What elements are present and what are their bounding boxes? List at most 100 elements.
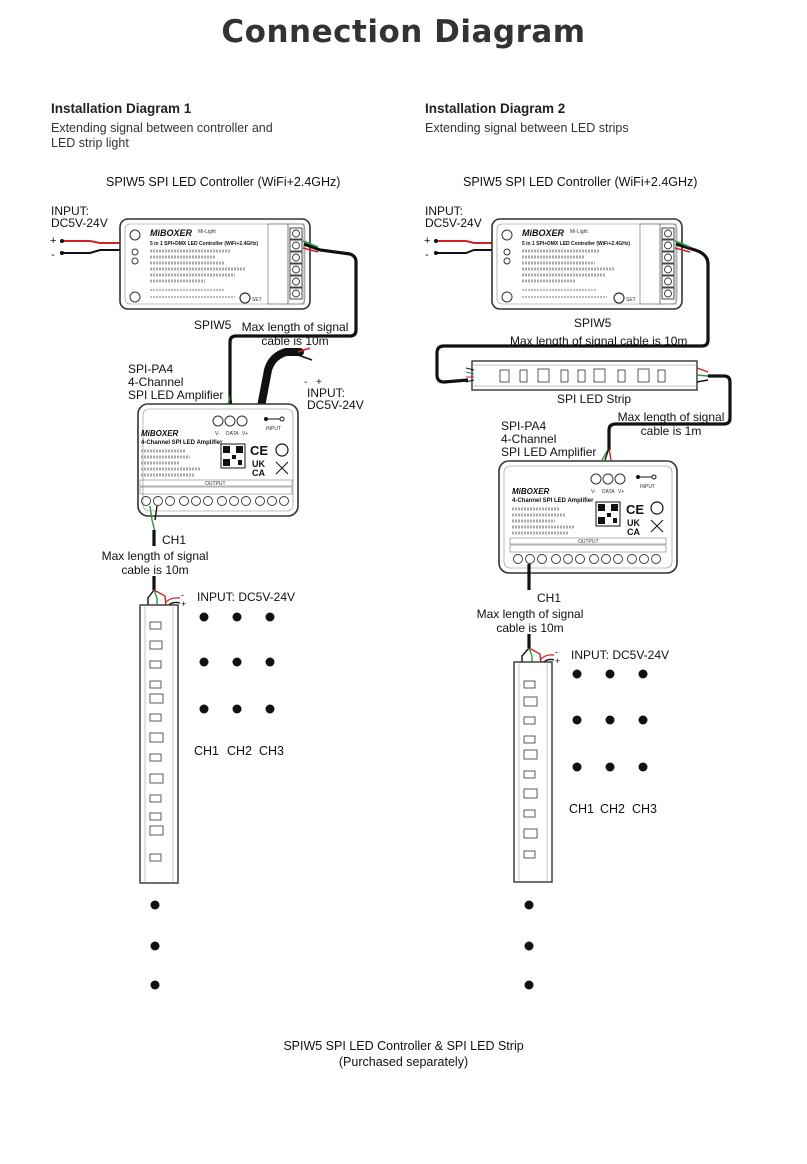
- diagram1-ce-mark: CE: [250, 443, 268, 458]
- diagram2-amp-output-label: OUTPUT: [578, 539, 599, 545]
- diagram2-strip-plus: +: [555, 656, 560, 666]
- diagram2-plus-symbol: +: [424, 235, 430, 247]
- diagram1-heading: Installation Diagram 1: [51, 101, 192, 116]
- footer-line2: (Purchased separately): [338, 1055, 469, 1069]
- diagram2-strip-note-line1: Max length of signal: [617, 410, 725, 424]
- diagram1-controller-brand-sub: Mi-Light: [198, 229, 216, 235]
- diagram1-controller-name: SPIW5: [194, 318, 232, 332]
- diagram2-ukca-line2: CA: [627, 527, 640, 537]
- diagram1-amp-vplus-label: V+: [242, 431, 248, 437]
- diagram1-ch1-cable: [147, 505, 167, 607]
- diagram1-dot-grid: [150, 612, 275, 990]
- diagram1-strip-note-line2: cable is 10m: [121, 563, 189, 577]
- diagram2-subtitle: Extending signal between LED strips: [425, 121, 629, 135]
- diagram1-strip-input: INPUT: DC5V-24V: [197, 590, 296, 604]
- diagram1-ch-label: CH1: [162, 533, 187, 547]
- diagram1-controller-device: MiBOXER Mi-Light 5 in 1 SPI+DMX LED Cont…: [119, 218, 311, 310]
- diagram2-amp-data-label: DATA: [602, 489, 615, 495]
- diagram2-led-strip: [513, 661, 553, 883]
- diagram1-controller-caption: SPIW5 SPI LED Controller (WiFi+2.4GHz): [106, 175, 341, 189]
- diagram2-ch-note: Max length of signal cable is 10m: [475, 607, 585, 635]
- diagram1-ukca-line2: CA: [252, 468, 265, 478]
- diagram1-strip-minus: -: [181, 590, 184, 600]
- diagram2-strip-name: SPI LED Strip: [557, 392, 632, 406]
- diagram2-heading: Installation Diagram 2: [425, 101, 566, 116]
- diagram2-strip-note: Max length of signal cable is 1m: [616, 410, 726, 438]
- diagram2-strip-to-amp-cable: [601, 367, 732, 461]
- diagram1-amp-plus: +: [316, 377, 322, 388]
- diagram1-set-label: SET: [252, 297, 262, 303]
- diagram1-plus-symbol: +: [50, 235, 56, 247]
- diagram1-subtitle-line2: LED strip light: [51, 136, 129, 150]
- diagram1-amp-minus: -: [304, 377, 307, 388]
- diagram2-channel-1: CH1: [569, 802, 595, 816]
- diagram2-ch-note-line1: Max length of signal: [476, 607, 584, 621]
- diagram1-subtitle-line1: Extending signal between controller and: [51, 121, 273, 135]
- diagram2-ce-mark: CE: [626, 502, 644, 517]
- diagram1-amplifier-device: V- DATA V+ INPUT MiBOXER 4-Channel SPI L…: [137, 403, 299, 517]
- diagram2-horizontal-strip: [465, 360, 698, 391]
- diagram2-amp-line1: SPI-PA4: [501, 419, 547, 433]
- diagram1-channel-2: CH2: [227, 744, 253, 758]
- diagram2-controller-name: SPIW5: [574, 316, 612, 330]
- diagram2-minus-symbol: -: [425, 249, 429, 261]
- diagram1-strip-note-line1: Max length of signal: [101, 549, 209, 563]
- diagram2-ch-label: CH1: [537, 591, 562, 605]
- diagram2-amp-brand: MiBOXER: [512, 487, 550, 496]
- diagram1-led-strip: [139, 604, 179, 884]
- diagram1-amp-v-label: V-: [215, 431, 220, 437]
- diagram1-amp-data-label: DATA: [226, 431, 239, 437]
- diagram2-controller-brand: MiBOXER: [522, 228, 565, 238]
- diagram2-strip-input: INPUT: DC5V-24V: [571, 648, 670, 662]
- diagram2-input-line1: INPUT:: [425, 204, 464, 218]
- diagram1-amp-line3: SPI LED Amplifier: [128, 388, 224, 402]
- diagram2-strip-note-line2: cable is 1m: [640, 424, 702, 438]
- diagram2-ch1-cable: [521, 564, 542, 665]
- diagram2-amp-line2: 4-Channel: [501, 432, 557, 446]
- diagram1-input-line2: DC5V-24V: [51, 216, 108, 230]
- diagram2-controller-device: MiBOXER Mi-Light 5 in 1 SPI+DMX LED Cont…: [491, 218, 683, 310]
- diagram2-dot-grid: [524, 669, 648, 990]
- footer-caption: SPIW5 SPI LED Controller & SPI LED Strip…: [0, 1038, 807, 1070]
- diagram1-channel-3: CH3: [259, 744, 285, 758]
- diagram2-amplifier-device: V- DATA V+ INPUT MiBOXER 4-Channel SPI L…: [498, 460, 678, 574]
- diagram2-amp-model: 4-Channel SPI LED Amplifier: [512, 498, 594, 504]
- diagram2-strip-minus: -: [555, 647, 558, 657]
- diagram2-amp-vplus-label: V+: [618, 489, 624, 495]
- footer-line1: SPIW5 SPI LED Controller & SPI LED Strip: [283, 1039, 524, 1053]
- diagram2-ukca-line1: UK: [627, 518, 640, 528]
- diagram1-controller-brand: MiBOXER: [150, 228, 193, 238]
- diagram1-amp-brand: MiBOXER: [141, 429, 179, 438]
- page-title: Connection Diagram: [221, 14, 586, 50]
- diagram2-controller-caption: SPIW5 SPI LED Controller (WiFi+2.4GHz): [463, 175, 698, 189]
- diagram2-amp-v-label: V-: [591, 489, 596, 495]
- diagram1-input-wires: + -: [50, 235, 122, 261]
- diagram2-signal-cable: [435, 240, 710, 384]
- diagram2-channel-3: CH3: [632, 802, 658, 816]
- diagram1-amp-model: 4-Channel SPI LED Amplifier: [141, 440, 223, 446]
- diagram2-input-line2: DC5V-24V: [425, 216, 482, 230]
- diagram1-ukca-line1: UK: [252, 459, 265, 469]
- diagram1-strip-plus: +: [181, 599, 186, 609]
- diagram2-amp-line3: SPI LED Amplifier: [501, 445, 597, 459]
- diagram2-input-wires: + -: [424, 235, 494, 261]
- diagram1-channel-1: CH1: [194, 744, 220, 758]
- diagram1-controller-model: 5 in 1 SPI+DMX LED Controller (WiFi+2.4G…: [150, 241, 258, 247]
- diagram1-amp-line2: 4-Channel: [128, 375, 184, 389]
- diagram2-amp-input-port: INPUT: [640, 484, 655, 490]
- diagram1-amp-input-line1: INPUT:: [307, 386, 346, 400]
- diagram2-ch-note-line2: cable is 10m: [496, 621, 564, 635]
- diagram2-controller-brand-sub: Mi-Light: [570, 229, 588, 235]
- diagram1-strip-note: Max length of signal cable is 10m: [100, 549, 210, 577]
- diagram1-minus-symbol: -: [51, 249, 55, 261]
- diagram1-amp-output-label: OUTPUT: [205, 481, 226, 487]
- diagram1-signal-note-line1: Max length of signal: [241, 320, 349, 334]
- diagram1-amp-line1: SPI-PA4: [128, 362, 174, 376]
- diagram2-set-label: SET: [626, 297, 636, 303]
- diagram1-amp-power-cable: - +: [256, 347, 322, 416]
- diagram1-input-line1: INPUT:: [51, 204, 90, 218]
- diagram2-channel-2: CH2: [600, 802, 626, 816]
- diagram2-controller-model: 5 in 1 SPI+DMX LED Controller (WiFi+2.4G…: [522, 241, 630, 247]
- diagram1-amp-input-line2: DC5V-24V: [307, 398, 364, 412]
